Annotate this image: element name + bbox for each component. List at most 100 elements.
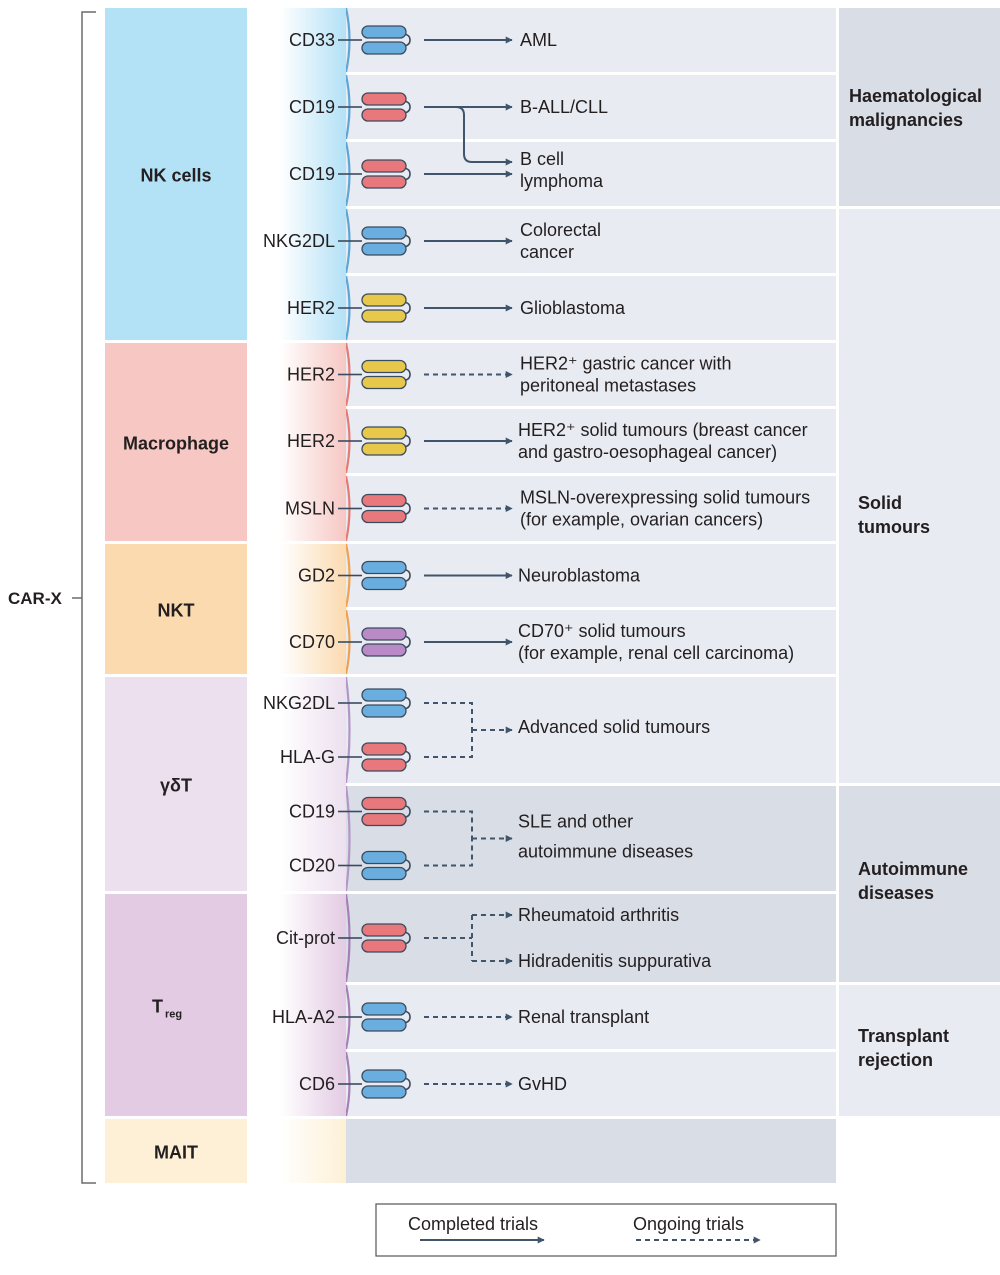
- cell-membrane: [344, 676, 351, 784]
- car-domain-top: [361, 923, 407, 937]
- antigen-label: CD20: [289, 856, 335, 876]
- cell-type-block: [105, 1119, 247, 1183]
- disease-label: cancer: [520, 242, 574, 262]
- cell-type-mait: MAIT: [105, 1119, 836, 1183]
- disease-label: Neuroblastoma: [518, 566, 641, 586]
- antigen-label: CD19: [289, 802, 335, 822]
- car-domain-top: [361, 627, 407, 641]
- trial-connector: [424, 730, 473, 758]
- category-panel: [839, 985, 1000, 1116]
- row-bg: [344, 275, 836, 341]
- cell-type-label-subscript: reg: [165, 1009, 182, 1021]
- cell-type-label: MAIT: [154, 1143, 198, 1163]
- row-panel: [346, 1052, 836, 1116]
- car-domain-top: [361, 359, 407, 374]
- disease-label: Renal transplant: [518, 1007, 649, 1027]
- row-bg: [344, 208, 836, 274]
- car-domain-top: [361, 493, 407, 508]
- car-domain-bottom: [361, 812, 407, 827]
- disease-label: Advanced solid tumours: [518, 717, 710, 737]
- disease-label: CD70⁺ solid tumours: [518, 621, 686, 641]
- category-label: Transplant: [858, 1026, 949, 1046]
- car-domain-top: [361, 1002, 407, 1016]
- membrane-band: [280, 1119, 346, 1183]
- row-bg: [344, 342, 836, 407]
- cell-membrane: [344, 785, 351, 892]
- trial-row: CD19 B-ALL/CLL: [289, 92, 608, 166]
- row-panel: [346, 786, 836, 891]
- legend-completed-label: Completed trials: [408, 1214, 538, 1234]
- row-bg: [344, 408, 836, 474]
- disease-label: B cell: [520, 149, 564, 169]
- membrane-band: [280, 677, 346, 891]
- car-domain-bottom: [361, 442, 407, 456]
- disease-label: Rheumatoid arthritis: [518, 905, 679, 925]
- category-block: Autoimmune diseases: [839, 786, 1000, 982]
- row-bg: [344, 785, 836, 892]
- car-domain-bottom: [361, 242, 407, 256]
- category-label: Haematological: [849, 86, 982, 106]
- car-domain-bottom: [361, 108, 407, 122]
- row-bg: [344, 1051, 836, 1117]
- disease-label: HER2⁺ solid tumours (breast cancer: [518, 420, 808, 440]
- row-panel: [346, 610, 836, 674]
- disease-label: B-ALL/CLL: [520, 97, 608, 117]
- category-label: tumours: [858, 517, 930, 537]
- car-domain-top: [361, 742, 407, 756]
- car-domain-top: [361, 1069, 407, 1083]
- car-x-bracket: [81, 11, 96, 1184]
- car-domain-top: [361, 426, 407, 440]
- cell-type-gdt: γδT: [105, 677, 346, 891]
- row-panel: [346, 476, 836, 541]
- car-domain-top: [361, 796, 407, 811]
- antigen-label: HER2: [287, 365, 335, 385]
- car-domain-top: [361, 92, 407, 106]
- disease-label: autoimmune diseases: [518, 842, 693, 862]
- car-domain-bottom: [361, 758, 407, 772]
- car-domain-bottom: [361, 1085, 407, 1099]
- antigen-label: NKG2DL: [263, 693, 335, 713]
- car-domain-top: [361, 25, 407, 39]
- trial-connector: [424, 702, 473, 730]
- car-x-title: CAR-X: [8, 589, 62, 608]
- car-domain-top: [361, 688, 407, 702]
- cell-type-mac: Macrophage: [105, 343, 346, 541]
- membrane-band: [280, 343, 346, 541]
- legend-ongoing-label: Ongoing trials: [633, 1214, 744, 1234]
- car-domain-top: [361, 293, 407, 307]
- trial-connector: [424, 838, 473, 867]
- row-panel: [346, 677, 836, 783]
- category-label: rejection: [858, 1050, 933, 1070]
- car-domain-bottom: [361, 175, 407, 189]
- disease-label: Colorectal: [520, 220, 601, 240]
- row-panel: [346, 8, 836, 72]
- row-panel: [346, 409, 836, 473]
- trial-connector: [424, 810, 473, 839]
- car-domain-bottom: [361, 41, 407, 55]
- category-label: Autoimmune: [858, 859, 968, 879]
- legend-box: [375, 1203, 837, 1257]
- antigen-label: MSLN: [285, 499, 335, 519]
- cell-type-block: [105, 544, 247, 674]
- cell-type-nk: NK cells: [105, 8, 346, 340]
- car-domain-top: [361, 850, 407, 865]
- disease-label: MSLN-overexpressing solid tumours: [520, 488, 810, 508]
- category-label: diseases: [858, 883, 934, 903]
- car-domain-bottom: [361, 1018, 407, 1032]
- antigen-label: CD19: [289, 97, 335, 117]
- cell-type-label: γδT: [160, 776, 192, 796]
- disease-label: GvHD: [518, 1074, 567, 1094]
- cell-type-nkt: NKT: [105, 544, 346, 674]
- car-domain-top: [361, 159, 407, 173]
